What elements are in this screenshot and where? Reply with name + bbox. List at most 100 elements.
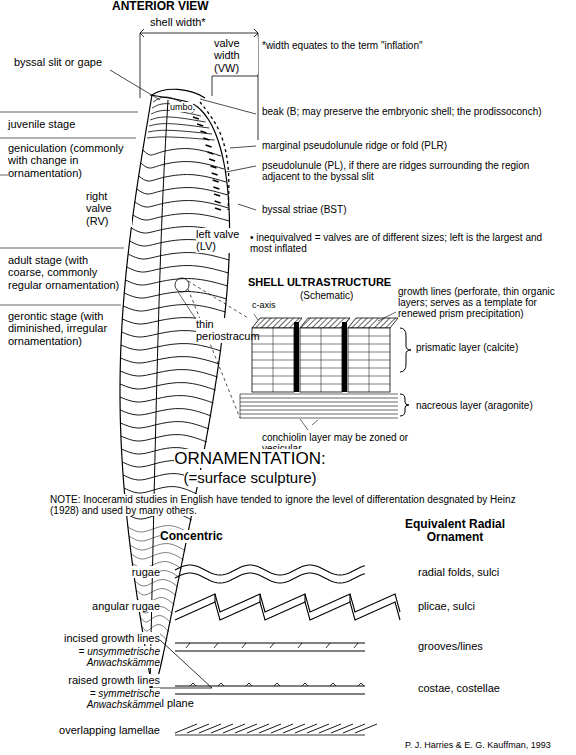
growth-ruga xyxy=(120,370,217,377)
incised-groove xyxy=(326,643,330,648)
growth-lines-leader xyxy=(378,312,396,321)
growth-ruga xyxy=(136,589,176,596)
annotation-label: shell width* xyxy=(150,16,206,28)
annotation-label: incised growth lines xyxy=(64,632,160,644)
shell-width-dimension xyxy=(140,33,258,140)
prism-column xyxy=(348,328,390,392)
growth-ruga xyxy=(131,553,184,560)
growth-ruga xyxy=(143,149,221,156)
rugae-profile xyxy=(175,565,365,575)
overlapping-lamella xyxy=(235,724,257,733)
overlapping-lamella xyxy=(319,724,341,733)
growth-ruga xyxy=(125,279,227,286)
beak-leader xyxy=(200,99,256,114)
nacre-lamina xyxy=(240,418,398,419)
angular-rugae-step xyxy=(259,594,260,602)
overlapping-lamella xyxy=(247,724,269,733)
nacre-lamina xyxy=(240,410,398,411)
nacre-lamina xyxy=(240,394,398,395)
growth-ruga xyxy=(137,188,228,195)
annotation-label: costae, costellae xyxy=(418,682,500,694)
overlapping-lamella xyxy=(355,724,377,733)
raised-costa xyxy=(190,683,196,686)
annotation-label: juvenile stage xyxy=(8,118,75,130)
illustration-group xyxy=(0,29,411,735)
growth-ruga xyxy=(135,201,229,208)
pseudolunule-ridge xyxy=(200,102,229,210)
growth-ruga xyxy=(140,616,171,623)
annotation-label: (=surface sculpture) xyxy=(184,470,317,487)
growth-ruga xyxy=(139,175,226,182)
byssal-stria-mark xyxy=(213,187,219,189)
annotation-label: nacreous layer (aragonite) xyxy=(416,400,533,411)
annotation-label: *width equates to the term "inflation" xyxy=(262,40,423,51)
growth-ruga xyxy=(130,544,186,551)
nacre-lamina xyxy=(240,406,398,407)
prismatic-brace xyxy=(400,328,411,372)
growth-ruga xyxy=(133,214,229,221)
conchiolin-leader xyxy=(300,419,318,430)
prism-edge xyxy=(369,328,370,392)
annotation-label: prismatic layer (calcite) xyxy=(416,342,518,353)
valve-width-dimension xyxy=(212,76,258,96)
angular-rugae-profile xyxy=(175,602,400,620)
gerontic-stage-line xyxy=(0,305,121,306)
juvenile-growth-ring xyxy=(147,137,214,140)
nacre-lamina xyxy=(240,398,398,399)
angular-rugae-step xyxy=(349,594,350,602)
overlapping-lamella xyxy=(199,724,221,733)
pseudolunule-ridge-leader xyxy=(230,146,256,148)
annotation-label: beak (B; may preserve the embryonic shel… xyxy=(262,106,542,117)
nacre-lamina xyxy=(240,414,398,415)
prism-column xyxy=(300,328,342,392)
left-valve-outline xyxy=(150,95,230,688)
annotation-label: raised growth lines xyxy=(68,674,160,686)
juvenile-stage-bracket xyxy=(0,112,138,138)
growth-ruga xyxy=(124,292,227,299)
annotation-label: Concentric xyxy=(160,530,223,543)
growth-ruga xyxy=(120,409,211,416)
annotation-label: adult stage (with coarse, commonly regul… xyxy=(8,254,120,291)
angular-rugae-step xyxy=(304,594,305,602)
organic-layer-wall xyxy=(294,322,299,392)
angular-rugae-step xyxy=(214,594,215,602)
growth-ruga xyxy=(120,422,209,429)
overlapping-lamella xyxy=(295,724,317,733)
byssal-stria-mark xyxy=(212,173,218,175)
annotation-label: (Schematic) xyxy=(300,290,353,301)
growth-ruga xyxy=(124,487,197,494)
incised-groove xyxy=(270,643,274,648)
annotation-label: rugae xyxy=(132,566,160,578)
incised-groove xyxy=(214,643,218,648)
byssal-striae-leader xyxy=(238,204,256,210)
growth-ruga xyxy=(120,383,216,390)
annotation-label: Equivalent Radial Ornament xyxy=(395,518,515,545)
raised-costa xyxy=(330,683,336,686)
incised-groove xyxy=(298,643,302,648)
overlapping-lamella xyxy=(343,724,365,733)
incised-groove xyxy=(354,643,358,648)
byssal-stria-mark xyxy=(206,145,212,147)
rugae-profile xyxy=(175,573,365,583)
growth-ruga xyxy=(135,580,178,587)
prism-top-face xyxy=(348,318,398,328)
byssal-stria-mark xyxy=(210,166,216,168)
raised-costa xyxy=(274,683,280,686)
overlapping-lamella xyxy=(271,724,293,733)
annotation-label: c-axis xyxy=(252,300,276,310)
umbo-outline xyxy=(152,89,205,98)
incised-groove xyxy=(242,643,246,648)
byssal-stria-mark xyxy=(215,201,221,203)
annotation-label: byssal striae (BST) xyxy=(262,204,346,215)
annotation-label: = symmetrische Anwachskämme xyxy=(20,688,160,710)
byssal-stria-mark xyxy=(209,159,215,161)
inset-circle xyxy=(175,278,189,292)
annotation-label: gerontic stage (with diminished, irregul… xyxy=(8,310,120,347)
raised-costa xyxy=(358,683,364,686)
annotation-label: valve width (VW) xyxy=(214,37,258,74)
growth-ruga xyxy=(121,435,207,442)
incised-groove xyxy=(186,643,190,648)
annotation-label: SHELL ULTRASTRUCTURE xyxy=(248,276,391,288)
annotation-label: geniculation (commonly with change in or… xyxy=(8,142,130,179)
juvenile-growth-ring xyxy=(149,124,209,128)
